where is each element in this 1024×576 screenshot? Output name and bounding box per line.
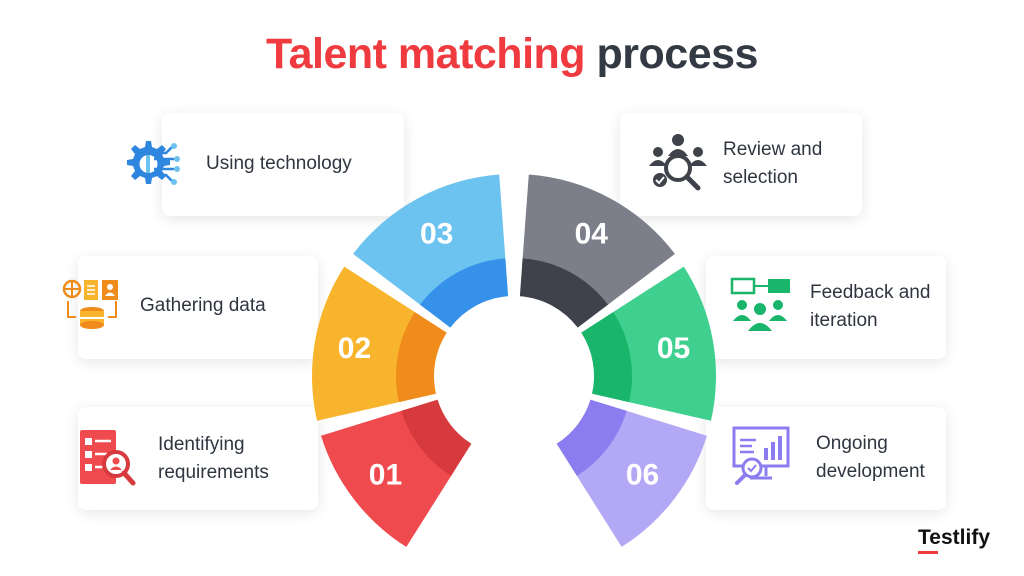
gear-circuit-icon — [127, 141, 180, 185]
step-number-02: 02 — [338, 332, 371, 365]
segment-inner-01 — [401, 399, 472, 476]
step-label-05: Feedback and iteration — [810, 282, 931, 331]
title-rest: process — [596, 30, 759, 78]
brand-name: Testlify — [918, 526, 990, 549]
step-number-05: 05 — [657, 332, 690, 365]
data-database-icon — [62, 279, 118, 329]
step-label-06: Ongoing development — [816, 433, 925, 482]
step-number-06: 06 — [626, 459, 659, 492]
document-search-icon — [80, 430, 136, 486]
brand-logo: Testlify — [918, 526, 990, 554]
analytics-monitor-icon — [732, 426, 790, 485]
arc-center — [435, 297, 593, 455]
step-label-01: Identifying requirements — [158, 434, 269, 483]
segment-inner-03 — [420, 258, 509, 328]
segment-inner-05 — [581, 312, 632, 403]
step-number-04: 04 — [575, 218, 609, 251]
segment-inner-04 — [519, 258, 608, 328]
card-step-03 — [162, 113, 404, 216]
step-number-01: 01 — [369, 459, 402, 492]
segment-05 — [606, 266, 716, 421]
card-step-02 — [78, 256, 318, 359]
step-label-03: Using technology — [206, 153, 352, 174]
page-title: Talent matching process — [0, 30, 1024, 79]
brand-underline — [918, 551, 939, 554]
team-review-icon — [649, 134, 707, 191]
step-number-03: 03 — [420, 218, 453, 251]
step-label-04: Review and selection — [723, 139, 823, 188]
feedback-group-icon — [730, 277, 790, 331]
step-label-02: Gathering data — [140, 295, 266, 316]
segment-02 — [311, 266, 422, 421]
title-accent: Talent matching — [266, 30, 586, 78]
segment-inner-02 — [396, 312, 447, 403]
card-step-06 — [706, 407, 946, 510]
segment-inner-06 — [556, 399, 627, 476]
